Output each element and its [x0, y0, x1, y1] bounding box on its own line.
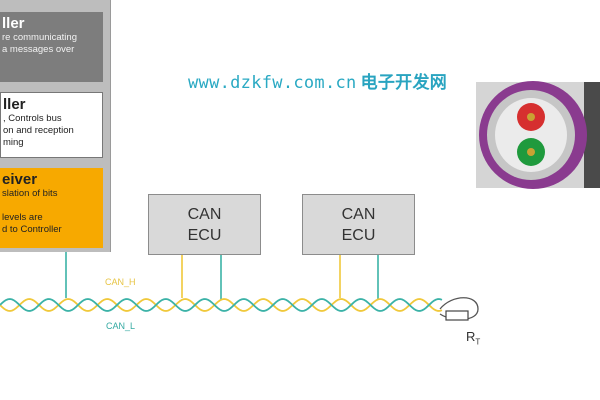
ecu-label-line1: CAN: [341, 205, 376, 223]
can-low-label: CAN_L: [106, 321, 136, 331]
layer-title: ller: [3, 96, 26, 113]
layer-text-line: on and reception: [3, 125, 74, 136]
can-ecu-box: CAN ECU: [302, 194, 415, 255]
watermark-url: www.dzkfw.com.cn: [188, 73, 357, 93]
layer-text-line: ming: [3, 137, 24, 148]
transceiver-layer-box: eiver slation of bits levels are d to Co…: [0, 168, 103, 248]
layer-text-line: levels are: [2, 212, 43, 223]
cable-cross-section-photo: [476, 81, 600, 189]
layer-stack-panel: ller re communicating a messages over ll…: [0, 0, 111, 252]
layer-text-line: re communicating: [2, 32, 77, 43]
can-high-label: CAN_H: [105, 277, 136, 287]
controller-layer-box: ller , Controls bus on and reception min…: [0, 92, 103, 158]
layer-title: ller: [2, 15, 25, 32]
layer-text-line: a messages over: [2, 44, 75, 55]
layer-text-line: , Controls bus: [3, 113, 62, 124]
watermark-site-name: 电子开发网: [360, 73, 448, 92]
ecu-label-line1: CAN: [187, 205, 222, 223]
can-ecu-box: CAN ECU: [148, 194, 261, 255]
terminator-label: RT: [466, 329, 481, 347]
layer-text-line: slation of bits: [2, 188, 58, 199]
ecu-label-line2: ECU: [187, 226, 222, 244]
layer-title: eiver: [2, 171, 38, 188]
ecu-label-line2: ECU: [341, 226, 376, 244]
layer-text-line: d to Controller: [2, 224, 62, 235]
terminator-resistor: [445, 310, 469, 321]
can-high-wire: [0, 298, 443, 312]
application-layer-box: ller re communicating a messages over: [0, 12, 103, 82]
can-low-wire: [0, 298, 443, 312]
